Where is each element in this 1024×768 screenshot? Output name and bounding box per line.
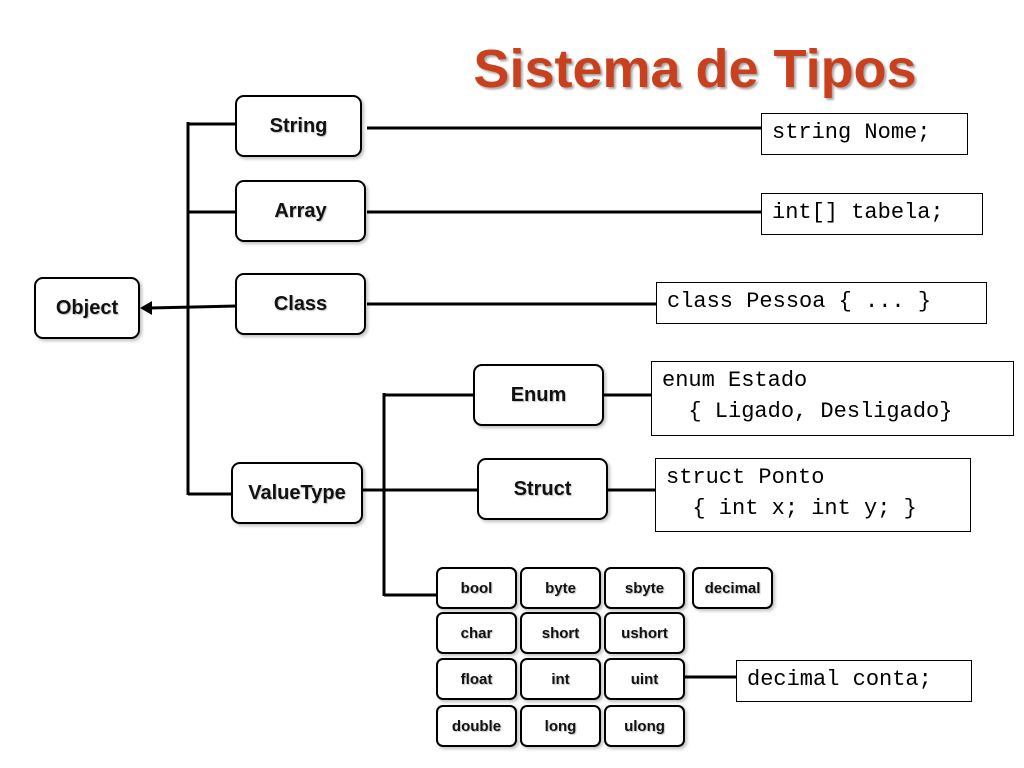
code-class: class Pessoa { ... } [656,282,987,324]
primitive-sbyte: sbyte [604,567,685,609]
class-object-arrow [149,304,238,310]
primitive-bool: bool [436,567,517,609]
primitive-short: short [520,612,601,654]
code-array: int[] tabela; [761,193,983,235]
primitive-int: int [520,658,601,700]
object-node: Object [34,277,140,339]
array-node: Array [235,180,366,242]
primitive-double: double [436,705,517,747]
enum-node: Enum [473,364,604,426]
struct-node: Struct [477,458,608,520]
code-decimal: decimal conta; [736,660,972,702]
string-node: String [235,95,362,157]
code-string: string Nome; [761,113,968,155]
code-struct: struct Ponto { int x; int y; } [655,458,971,532]
arrowhead [140,301,152,315]
primitive-ushort: ushort [604,612,685,654]
primitive-ulong: ulong [604,705,685,747]
primitive-byte: byte [520,567,601,609]
slide-title: Sistema de Tipos [473,39,917,99]
primitive-uint: uint [604,658,685,700]
primitive-float: float [436,658,517,700]
primitive-decimal: decimal [692,567,773,609]
class-node: Class [235,273,366,335]
primitive-long: long [520,705,601,747]
valuetype-node: ValueType [231,462,363,524]
primitive-char: char [436,612,517,654]
code-enum: enum Estado { Ligado, Desligado} [651,361,1014,436]
